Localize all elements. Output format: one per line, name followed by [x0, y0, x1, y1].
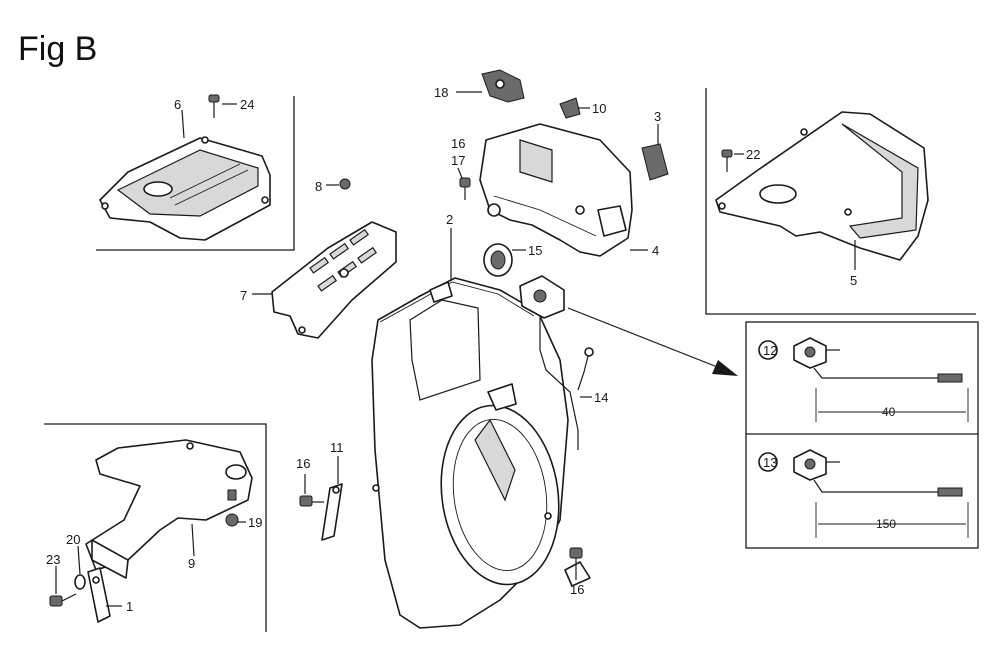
part-2-fan-cover — [371, 277, 591, 629]
callout-3: 3 — [654, 109, 661, 124]
callout-13: 13 — [763, 455, 777, 470]
part-4-side-shield — [479, 123, 633, 257]
bolt-16-17-upper — [459, 177, 471, 200]
callout-24: 24 — [240, 97, 254, 112]
nut-8 — [339, 178, 351, 190]
callout-10: 10 — [592, 101, 606, 116]
part-11-link-rod — [321, 483, 343, 541]
part-9-bracket-plate — [44, 423, 267, 632]
callout-16-left: 16 — [296, 456, 310, 471]
callout-15: 15 — [528, 243, 542, 258]
bolt-22 — [721, 149, 733, 172]
bolt-16-left — [299, 495, 324, 507]
callout-9: 9 — [188, 556, 195, 571]
callout-11: 11 — [330, 440, 344, 455]
callout-8: 8 — [315, 179, 322, 194]
dimension-12: 40 — [882, 405, 896, 419]
callout-12: 12 — [763, 343, 777, 358]
callout-18: 18 — [434, 85, 448, 100]
callout-22: 22 — [746, 147, 760, 162]
detail-box — [745, 321, 979, 549]
part-13-switch-long — [758, 449, 969, 538]
part-10-clip — [559, 97, 581, 119]
part-18-wire-clamp — [481, 69, 525, 103]
callout-23: 23 — [46, 552, 60, 567]
figure-title: Fig B — [18, 30, 98, 68]
bolt-23 — [49, 593, 77, 607]
washer-20 — [74, 574, 86, 590]
part-6-top-cover — [96, 96, 295, 251]
callout-4: 4 — [652, 243, 659, 258]
callout-16-upper: 16 — [451, 136, 465, 151]
part-1-link — [87, 567, 111, 623]
callout-14: 14 — [594, 390, 608, 405]
bolt-24 — [208, 94, 220, 118]
callout-20: 20 — [66, 532, 80, 547]
stop-switch — [519, 275, 594, 450]
arrow-head — [712, 360, 738, 376]
callout-17: 17 — [451, 153, 465, 168]
callout-7: 7 — [240, 288, 247, 303]
callout-19: 19 — [248, 515, 262, 530]
callout-2: 2 — [446, 212, 453, 227]
part-15-grommet — [483, 243, 513, 277]
callout-6: 6 — [174, 97, 181, 112]
part-3-bracket — [641, 143, 669, 181]
callout-5: 5 — [850, 273, 857, 288]
callout-16-right: 16 — [570, 582, 584, 597]
part-5-right-shroud — [705, 88, 976, 315]
detail-arrow — [567, 307, 731, 373]
part-12-switch-short — [758, 337, 969, 422]
dimension-13: 150 — [876, 517, 896, 531]
callout-1: 1 — [126, 599, 133, 614]
bolt-16-right — [569, 547, 583, 572]
nut-19 — [225, 489, 239, 527]
part-7-guide-plate — [271, 221, 397, 339]
